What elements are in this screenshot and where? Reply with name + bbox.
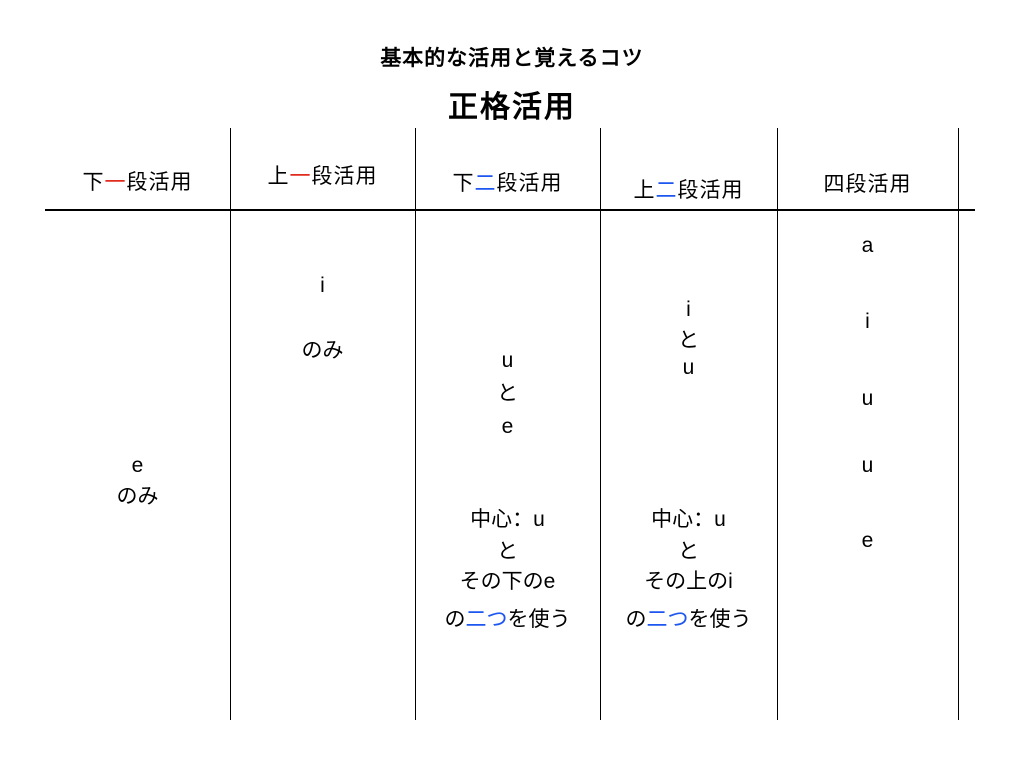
header-text: 段活用 xyxy=(126,171,193,194)
note-text: を使う xyxy=(507,608,571,631)
header-accent: 二 xyxy=(655,179,678,202)
column-header: 上二段活用 xyxy=(600,174,777,204)
header-text: 段活用 xyxy=(677,179,744,202)
column-header: 下二段活用 xyxy=(415,167,600,197)
cell-line: u xyxy=(501,349,514,372)
cell-line: と xyxy=(497,382,518,405)
column-kami-nidan: 上二段活用 i と u 中心：u と その上のi の二つを使う xyxy=(600,0,777,768)
cell-line: a xyxy=(861,234,874,257)
column-divider xyxy=(600,128,601,720)
column-shimo-ichidan: 下一段活用 e のみ xyxy=(45,0,230,768)
page-title: 基本的な活用と覚えるコツ xyxy=(380,47,644,70)
cell-line: e xyxy=(131,454,144,477)
cell-line: e xyxy=(861,529,874,552)
cell-line: と xyxy=(497,540,518,563)
cell-line: u xyxy=(861,454,874,477)
cell-line: のみ xyxy=(301,339,344,362)
cell-line: u xyxy=(682,356,695,379)
cell-line: 中心：u xyxy=(651,508,726,531)
cell-line: 中心：u xyxy=(470,508,545,531)
column-header: 四段活用 xyxy=(777,168,958,198)
header-text: 下 xyxy=(82,171,105,194)
column-kami-ichidan: 上一段活用 i のみ xyxy=(230,0,415,768)
cell-line: i xyxy=(865,310,870,333)
cell-line: の二つを使う xyxy=(415,606,600,633)
note-accent: 二つ xyxy=(465,608,508,631)
header-text: 下 xyxy=(452,172,475,195)
note-text: の xyxy=(625,608,647,631)
header-text: 段活用 xyxy=(311,165,378,188)
column-header: 下一段活用 xyxy=(45,166,230,196)
header-accent: 一 xyxy=(289,165,312,188)
column-divider xyxy=(415,128,416,720)
note-text: の xyxy=(444,608,466,631)
cell-line: e xyxy=(501,415,514,438)
column-divider xyxy=(230,128,231,720)
cell-line: と xyxy=(678,540,699,563)
cell-line: の二つを使う xyxy=(600,606,777,633)
header-accent: 二 xyxy=(474,172,497,195)
header-accent: 一 xyxy=(104,171,127,194)
header-divider-line xyxy=(45,209,975,211)
header-text: 上 xyxy=(633,179,656,202)
header-text: 段活用 xyxy=(496,172,563,195)
note-text: を使う xyxy=(688,608,752,631)
column-divider xyxy=(777,128,778,720)
header-text: 四段活用 xyxy=(823,173,912,196)
header-text: 上 xyxy=(267,165,290,188)
cell-line: と xyxy=(678,329,699,352)
cell-line: その上のi xyxy=(644,570,733,593)
column-header: 上一段活用 xyxy=(230,160,415,190)
column-divider xyxy=(958,128,959,720)
cell-line: i xyxy=(686,298,691,321)
cell-line: i xyxy=(320,274,325,297)
column-shimo-nidan: 下二段活用 u と e 中心：u と その下のe の二つを使う xyxy=(415,0,600,768)
cell-line: のみ xyxy=(116,485,159,508)
cell-line: u xyxy=(861,387,874,410)
note-accent: 二つ xyxy=(646,608,689,631)
column-yodan: 四段活用 a i u u e xyxy=(777,0,958,768)
cell-line: その下のe xyxy=(459,570,556,593)
page-subtitle: 正格活用 xyxy=(448,91,576,124)
